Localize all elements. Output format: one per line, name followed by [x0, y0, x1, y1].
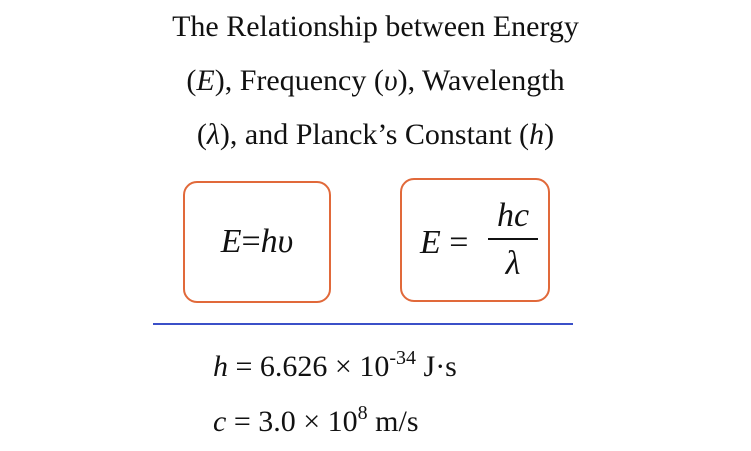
- title-line-1-text: The Relationship between Energy: [172, 10, 579, 43]
- formula-right-fraction: hc λ: [488, 196, 538, 284]
- formula-left-equals: =: [241, 223, 261, 260]
- formula-right-lhs: E: [420, 224, 441, 261]
- title-line-2-mid: ), Frequency (: [214, 64, 384, 97]
- title-line-3: (λ), and Planck’s Constant (h): [0, 108, 751, 162]
- formula-right-equals: =: [440, 224, 469, 261]
- formula-left-lhs: E: [220, 223, 242, 260]
- formula-right-denominator: λ: [505, 245, 521, 282]
- title-line-3-mid: ), and Planck’s Constant (: [219, 118, 530, 151]
- planck-exponent: -34: [389, 347, 417, 369]
- title-line-1: The Relationship between Energy: [0, 0, 751, 54]
- formula-right-lhs-group: E =: [420, 224, 468, 262]
- planck-value: = 6.626 × 10: [228, 350, 390, 383]
- formula-left-h: h: [260, 223, 278, 260]
- formula-left-nu: υ: [277, 223, 294, 260]
- speed-of-light-value: c = 3.0 × 108 m/s: [213, 402, 419, 439]
- page-title: The Relationship between Energy (E), Fre…: [0, 0, 751, 162]
- title-energy-symbol: E: [196, 64, 215, 97]
- energy-wavelength-formula: E = hc λ: [402, 180, 548, 300]
- divider-line: [153, 323, 573, 325]
- light-value: = 3.0 × 10: [226, 405, 358, 438]
- title-line-3-open: (: [196, 118, 207, 151]
- title-line-3-close: ): [544, 118, 555, 151]
- title-wavelength-symbol: λ: [206, 118, 220, 151]
- title-line-2-open: (: [186, 64, 197, 97]
- light-exponent: 8: [357, 402, 368, 424]
- formula-right-numerator: hc: [496, 197, 530, 234]
- planck-symbol: h: [213, 350, 228, 383]
- light-symbol: c: [213, 405, 227, 438]
- planck-unit: J·s: [416, 350, 457, 383]
- planck-constant-value: h = 6.626 × 10-34 J·s: [213, 347, 457, 384]
- light-unit: m/s: [367, 405, 419, 438]
- title-planck-symbol: h: [529, 118, 545, 151]
- title-line-2-end: ), Wavelength: [397, 64, 565, 97]
- title-line-2: (E), Frequency (υ), Wavelength: [0, 54, 751, 108]
- fraction-bar: [488, 238, 538, 240]
- title-frequency-symbol: υ: [383, 64, 398, 97]
- energy-wavelength-formula-box: E = hc λ: [400, 178, 550, 302]
